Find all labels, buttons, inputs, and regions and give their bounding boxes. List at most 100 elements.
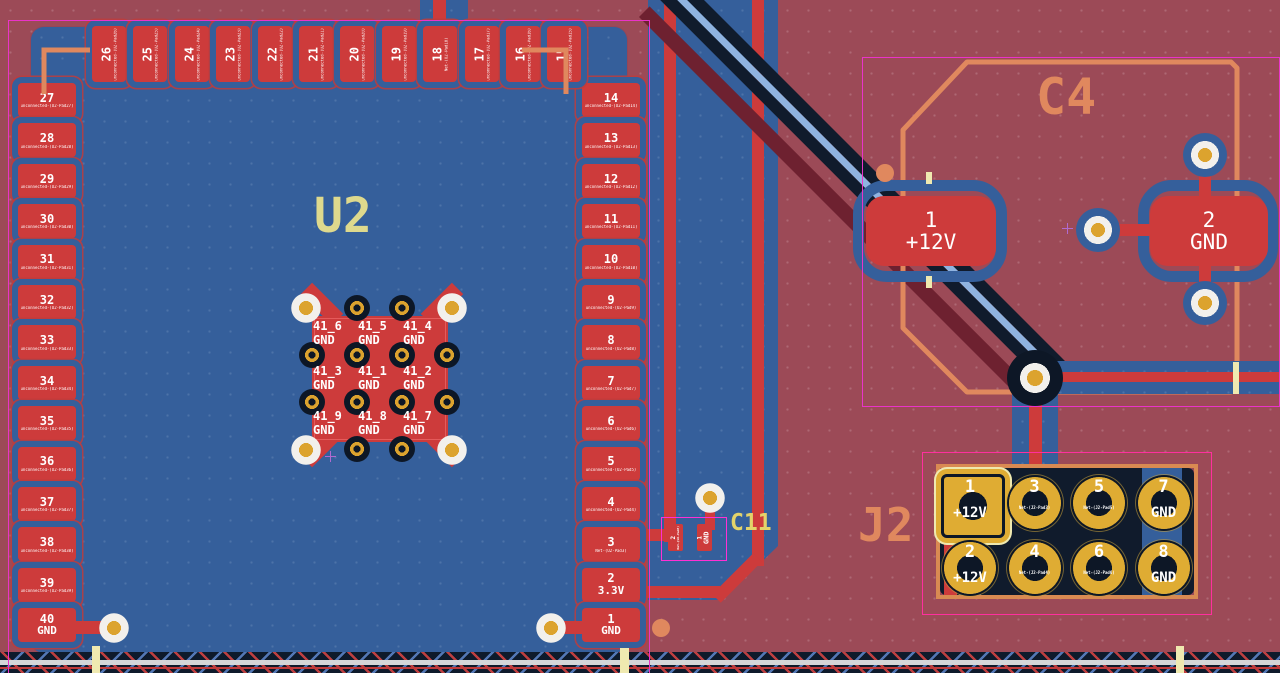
j2-pin-5[interactable] bbox=[1073, 477, 1125, 529]
pad-net-label: unconnected-(U2-Pad27) bbox=[20, 104, 74, 109]
trace-vertical-1[interactable] bbox=[664, 0, 676, 542]
thermal-via[interactable] bbox=[389, 295, 415, 321]
u2-courtyard bbox=[8, 20, 650, 673]
j2-pin-4[interactable] bbox=[1008, 542, 1061, 594]
c4-via-left[interactable] bbox=[1076, 208, 1120, 252]
silk-over-copper bbox=[1233, 362, 1239, 394]
c4-via-bottom[interactable] bbox=[1183, 281, 1227, 325]
j2-pin-2[interactable] bbox=[944, 542, 996, 594]
j2-pin-3[interactable] bbox=[1008, 477, 1061, 529]
j2-courtyard bbox=[922, 452, 1212, 615]
trace-pad40-gnd[interactable] bbox=[74, 621, 104, 634]
via-gnd-left[interactable] bbox=[99, 613, 129, 643]
thermal-via[interactable] bbox=[344, 342, 370, 368]
thermal-via[interactable] bbox=[299, 342, 325, 368]
c4-via-top[interactable] bbox=[1183, 133, 1227, 177]
trace-right-horizontal[interactable] bbox=[1050, 372, 1280, 383]
thermal-via[interactable] bbox=[434, 389, 460, 415]
thermal-via[interactable] bbox=[389, 342, 415, 368]
pad-net-label: unconnected-(U2-Pad33) bbox=[20, 346, 74, 351]
thermal-pad-number: 41_9 bbox=[313, 409, 342, 423]
j2-pin-7[interactable] bbox=[1137, 477, 1190, 529]
trace-3v3-horizontal[interactable] bbox=[640, 586, 720, 598]
j2-reference[interactable]: J2 bbox=[858, 498, 914, 552]
thermal-corner-via[interactable] bbox=[437, 293, 467, 323]
thermal-zone[interactable] bbox=[312, 316, 448, 442]
thermal-via[interactable] bbox=[434, 342, 460, 368]
thermal-corner-via[interactable] bbox=[291, 435, 321, 465]
thermal-via[interactable] bbox=[344, 436, 370, 462]
thermal-corner-via[interactable] bbox=[437, 435, 467, 465]
pad-number: 14 bbox=[603, 90, 619, 105]
thermal-via[interactable] bbox=[389, 389, 415, 415]
pad-number: 5 bbox=[607, 454, 615, 469]
c11-via[interactable] bbox=[695, 483, 725, 513]
pad-net-label: 3.3V bbox=[597, 584, 625, 598]
thermal-via[interactable] bbox=[299, 389, 325, 415]
pad-net-label: Net-(U2-Pad3) bbox=[595, 548, 627, 553]
thermal-via[interactable] bbox=[389, 436, 415, 462]
thermal-via[interactable] bbox=[344, 295, 370, 321]
u2-reference[interactable]: U2 bbox=[314, 188, 372, 244]
j2-pin-1[interactable] bbox=[941, 474, 1005, 538]
c4-pad-1[interactable]: 1+12V bbox=[866, 196, 996, 266]
trace-pad3[interactable] bbox=[640, 529, 674, 541]
j2-pin-6[interactable] bbox=[1073, 542, 1125, 594]
pad-net-label: unconnected-(U2-Pad32) bbox=[20, 306, 74, 311]
j2-pin-8[interactable] bbox=[1137, 542, 1190, 594]
j2-pin-net-label: +12V bbox=[953, 505, 987, 521]
c11-via-stub[interactable] bbox=[705, 506, 715, 530]
pad-net-label: GND bbox=[37, 624, 57, 638]
trace-vertical-2[interactable] bbox=[752, 0, 764, 566]
c4-reference[interactable]: C4 bbox=[1036, 68, 1097, 126]
via-gnd-right[interactable] bbox=[536, 613, 566, 643]
via-center[interactable] bbox=[1007, 350, 1063, 406]
thermal-corner-via[interactable] bbox=[291, 293, 321, 323]
thermal-via[interactable] bbox=[344, 389, 370, 415]
trace-pad18[interactable] bbox=[433, 0, 446, 30]
c11-reference[interactable]: C11 bbox=[730, 510, 772, 536]
pad-number: 4 bbox=[607, 494, 615, 509]
